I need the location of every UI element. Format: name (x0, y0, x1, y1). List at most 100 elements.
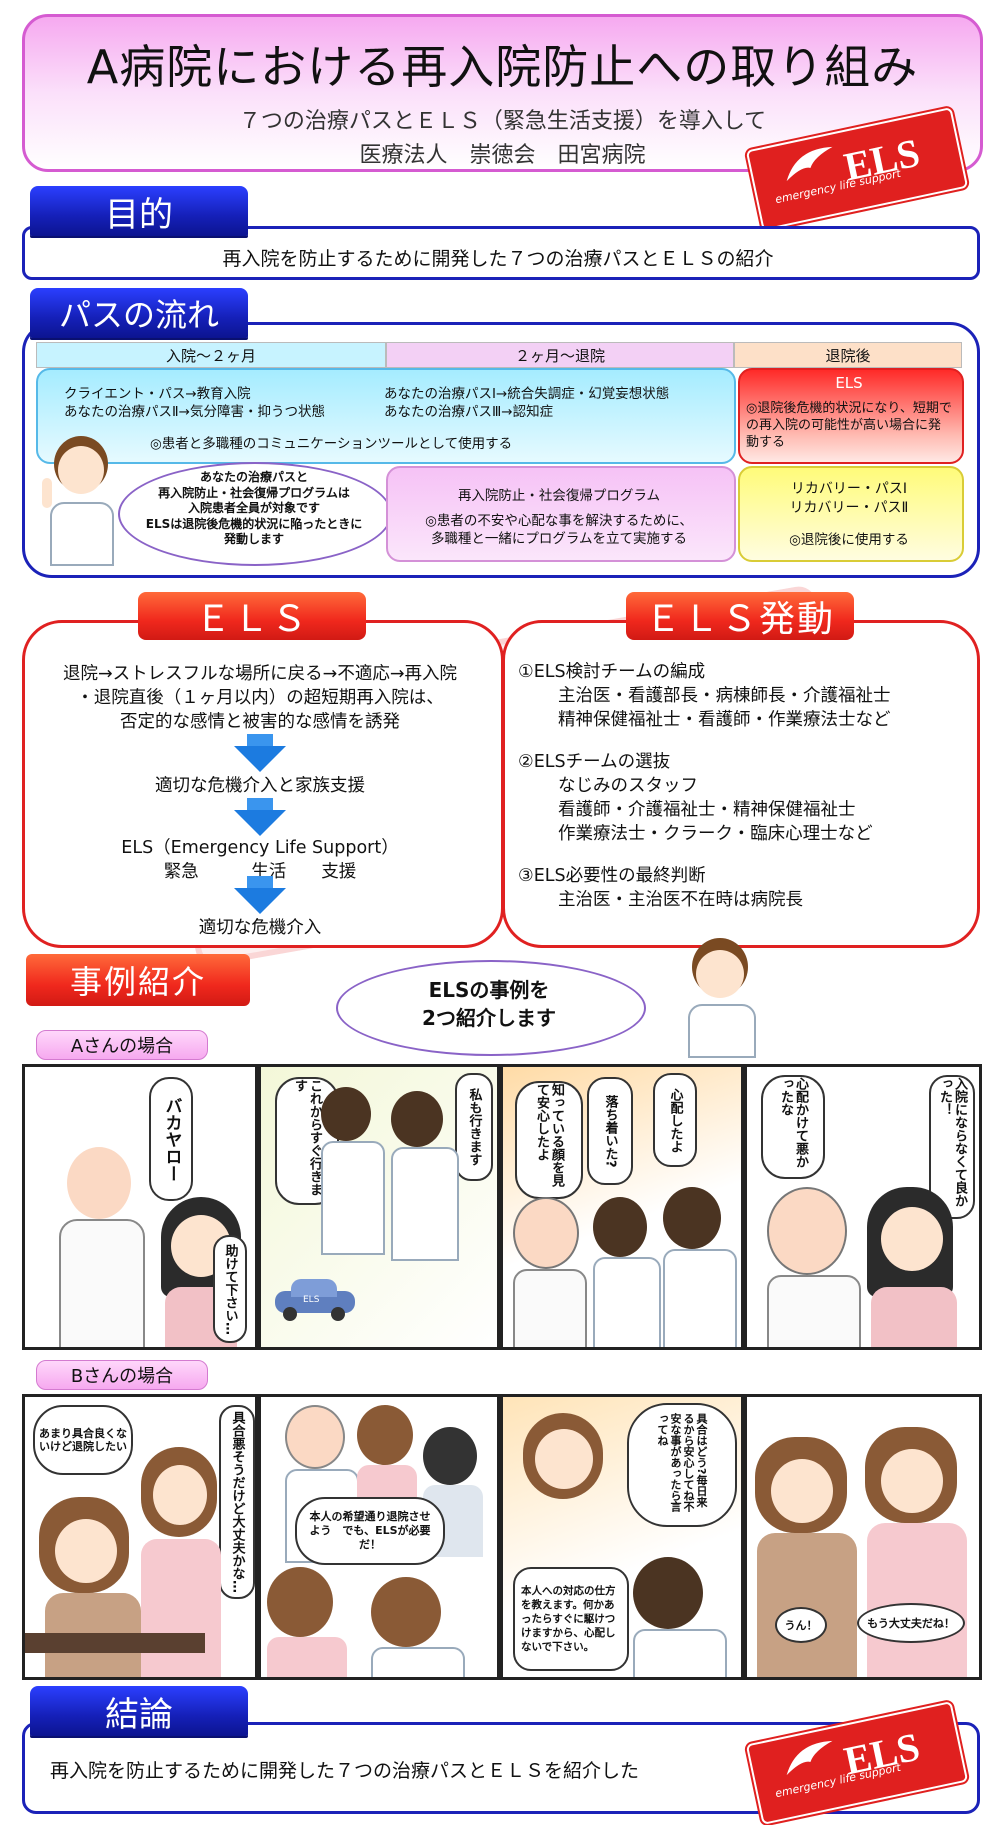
case-b-label: Bさんの場合 (36, 1360, 208, 1390)
program-line: 多職種と一緒にプログラムを立て実施する (430, 531, 688, 547)
phase-2: ２ヶ月～退院 (386, 342, 734, 368)
activation-item-title: ③ELS必要性の最終判断 (518, 866, 706, 886)
treatment-paths-box (36, 368, 736, 464)
bubble-line: 再入院防止・社会復帰プログラムは (158, 485, 350, 500)
header-banner: A病院における再入院防止への取り組み ７つの治療パスとＥＬＳ（緊急生活支援）を導… (22, 14, 983, 172)
els-line: 退院→ストレスフルな場所に戻る→不適応→再入院 (63, 664, 457, 684)
speech-text: これからすぐ行きます (292, 1079, 322, 1196)
activation-item-line: 主治医・主治医不在時は病院長 (558, 890, 803, 910)
subtitle: ７つの治療パスとＥＬＳ（緊急生活支援）を導入して (238, 109, 767, 134)
speech-bubble: 心配したよ (653, 1073, 697, 1167)
comic-panel: うん！ もう大丈夫だね！ (744, 1394, 982, 1680)
activation-list: ①ELS検討チームの編成 主治医・看護部長・病棟師長・介護福祉士 精神保健福祉士… (518, 660, 968, 912)
phase-1: 入院～２ヶ月 (36, 342, 386, 368)
phase-3: 退院後 (734, 342, 962, 368)
speech-text: 心配かけて悪かったな (778, 1077, 808, 1168)
staff-figure (593, 1197, 661, 1347)
conclusion-tab: 結論 (30, 1686, 248, 1736)
program-title: 再入院防止・社会復帰プログラム (457, 488, 661, 504)
staff-figure (267, 1567, 347, 1677)
down-arrow-icon (234, 734, 286, 772)
els-step-sub: 緊急 生活 支援 (163, 862, 357, 882)
path-line: あなたの治療パスⅠ→統合失調症・幻覚妄想状態 (384, 386, 670, 402)
comic-panel: バカヤロー 助けて下さい… (22, 1064, 258, 1350)
els-box-title: ELS (835, 374, 863, 392)
path-line: クライエント・パス→教育入院 (64, 386, 251, 402)
speech-bubble: 本人の希望通り退院させよう でも、ELSが必要だ！ (295, 1497, 445, 1565)
els-logo: ELS emergency life support (745, 1701, 969, 1825)
comic-panel: これからすぐ行きます 私も行きます ELS (258, 1064, 500, 1350)
bubble-line: 発動します (223, 532, 284, 546)
angry-man (55, 1147, 145, 1347)
nurse-speech-bubble (118, 462, 392, 566)
activation-item-line: 作業療法士・クラーク・臨床心理士など (558, 824, 873, 844)
staff-figure (663, 1187, 737, 1347)
affiliation: 医療法人 崇徳会 田宮病院 (359, 143, 646, 168)
speech-text: 私も行きます (466, 1088, 482, 1166)
table (25, 1633, 205, 1653)
speech-text: うん！ (784, 1619, 818, 1632)
els-line: 否定的な感情と被害的な感情を誘発 (120, 712, 400, 732)
nurse-illustration (40, 432, 120, 566)
comic-panel: 心配かけて悪かったな 入院にならなくて良かった！ (744, 1064, 982, 1350)
down-arrow-icon (234, 876, 286, 914)
speech-bubble: 具合はどう?毎日来るから安心してね不安な事があったら言ってね (627, 1403, 737, 1527)
car-label: ELS (303, 1295, 320, 1305)
speech-bubble: 入院にならなくて良かった！ (929, 1075, 975, 1219)
cases-tab: 事例紹介 (26, 954, 250, 1006)
speech-text: 本人の希望通り退院させよう でも、ELSが必要だ！ (309, 1510, 431, 1551)
conclusion-text: 再入院を防止するために開発した７つの治療パスとＥＬＳを紹介した (50, 1760, 640, 1782)
speech-bubble: うん！ (775, 1607, 827, 1643)
bubble-line: ELSは退院後危機的状況に陥ったときに (145, 516, 363, 531)
path-line: あなたの治療パスⅢ→認知症 (384, 404, 554, 420)
speech-text: 心配したよ (667, 1087, 683, 1153)
speech-text: もう大丈夫だね！ (867, 1617, 955, 1630)
speech-bubble: もう大丈夫だね！ (857, 1603, 965, 1643)
speech-bubble: 具合悪そうだけど大丈夫かな… (219, 1405, 255, 1599)
car-icon: ELS (275, 1279, 355, 1321)
activation-item-line: なじみのスタッフ (558, 776, 698, 796)
bubble-line: 入院患者全員が対象です (187, 501, 320, 515)
els-logo: ELS emergency life support (745, 107, 969, 231)
recovery-lines: リカバリー・パスⅠ リカバリー・パスⅡ (738, 480, 960, 518)
speech-text: 入院にならなくて良かった！ (937, 1077, 967, 1207)
nurse-figure (321, 1087, 385, 1257)
recovery-line: リカバリー・パスⅠ (790, 481, 908, 497)
intro-bubble-text: ELSの事例を 2つ紹介します (336, 976, 642, 1032)
nurse-figure (391, 1091, 459, 1261)
thought-bubble: あまり具合良くないけど退院したい (33, 1405, 133, 1475)
els-box-text: ◎退院後危機的状況になり、短期での再入院の可能性が高い場合に発動する (746, 401, 952, 450)
els-step: ELS（Emergency Life Support） (121, 838, 399, 858)
els-line: ・退院直後（１ヶ月以内）の超短期再入院は、 (76, 688, 444, 708)
recovery-note: ◎退院後に使用する (789, 532, 909, 548)
comic-panel: あまり具合良くないけど退院したい 具合悪そうだけど大丈夫かな… (22, 1394, 258, 1680)
patient-figure (513, 1197, 587, 1347)
path-line: あなたの治療パスⅡ→気分障害・抑うつ状態 (64, 404, 325, 420)
down-arrow-icon (234, 798, 286, 836)
comic-panel: 具合はどう?毎日来るから安心してね不安な事があったら言ってね 本人への対応の仕方… (500, 1394, 744, 1680)
activation-item-line: 看護師・介護福祉士・精神保健福祉士 (558, 800, 856, 820)
patient-figure (767, 1187, 861, 1347)
comic-panel: 本人の希望通り退院させよう でも、ELSが必要だ！ (258, 1394, 500, 1680)
staff-figure (371, 1577, 465, 1677)
program-text: ◎患者の不安や心配な事を解決するために、 多職種と一緒にプログラムを立て実施する (386, 512, 732, 548)
speech-bubble: 私も行きます (455, 1073, 493, 1181)
recovery-line: リカバリー・パスⅡ (789, 500, 909, 516)
program-line: ◎患者の不安や心配な事を解決するために、 (425, 513, 693, 529)
speech-text: 本人への対応の仕方を教えます。何かあったらすぐに駆けつけますから、心配しないで下… (521, 1585, 616, 1653)
speech-bubble: 本人への対応の仕方を教えます。何かあったらすぐに駆けつけますから、心配しないで下… (513, 1567, 629, 1671)
wing-icon (786, 146, 833, 182)
recovery-box (738, 466, 964, 562)
speech-text: バカヤロー (161, 1096, 182, 1182)
nurse-illustration (676, 934, 766, 1058)
path-note: ◎患者と多職種のコミュニケーションツールとして使用する (150, 436, 513, 452)
bubble-line: あなたの治療パスと (199, 470, 308, 484)
speech-bubble: バカヤロー (149, 1077, 193, 1201)
intro-line: 2つ紹介します (422, 1006, 556, 1030)
speech-bubble: 知っている顔を見て安心したよ (515, 1081, 583, 1199)
speech-text: 具合悪そうだけど大丈夫かな… (229, 1411, 245, 1593)
speech-bubble: 落ち着いた? (587, 1077, 633, 1185)
els-activation-tab: ＥＬＳ発動 (626, 592, 854, 640)
els-activation-box (502, 620, 980, 948)
nurse-figure (523, 1413, 613, 1523)
